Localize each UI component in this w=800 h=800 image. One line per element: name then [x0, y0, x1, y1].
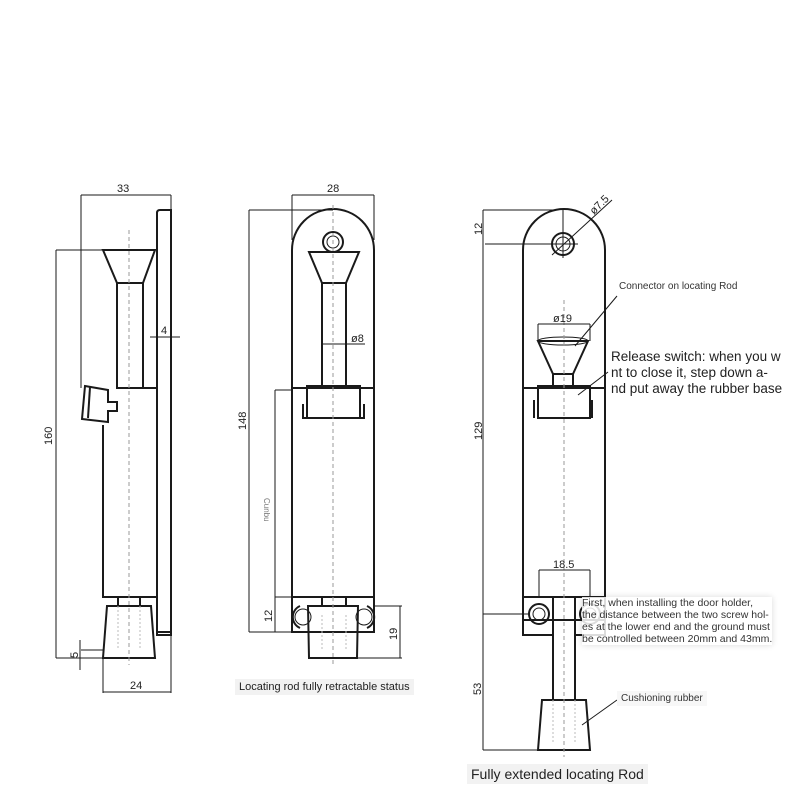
dim-129: 129 [473, 422, 485, 440]
release-line-1: Release switch: when you w [611, 349, 781, 364]
dim-5: 5 [69, 652, 81, 658]
dim-12-top: 12 [473, 223, 485, 235]
release-switch-annotation: Release switch: when you w nt to close i… [611, 349, 783, 397]
dim-148: 148 [237, 412, 249, 430]
dim-19: 19 [388, 628, 400, 640]
retracted-caption: Locating rod fully retractable status [235, 679, 414, 695]
dim-4: 4 [161, 325, 167, 337]
extended-view: 12 129 53 ø7.5 ø19 18.5 [472, 193, 618, 757]
dim-53: 53 [472, 683, 484, 695]
retracted-view: 28 ø8 148 Cunbu 12 19 [237, 183, 402, 665]
dim-rod-diameter: ø8 [351, 333, 364, 345]
dim-hole-diameter: ø7.5 [588, 193, 612, 217]
connector-annotation: Connector on locating Rod [619, 281, 738, 292]
side-view: 33 4 160 5 24 [43, 183, 180, 693]
dim-hole-spacing: 18.5 [553, 559, 574, 571]
note-line-2: the distance between the two screw hol- [582, 609, 769, 621]
dim-160: 160 [43, 427, 55, 445]
travel-label: Cunbu [262, 498, 271, 522]
dim-12: 12 [263, 610, 275, 622]
extended-caption: Fully extended locating Rod [467, 764, 648, 784]
note-line-4: be controlled between 20mm and 43mm. [582, 633, 773, 645]
dim-28: 28 [327, 183, 339, 195]
dim-cup-diameter: ø19 [553, 313, 572, 325]
release-line-2: nt to close it, step down a- [611, 365, 768, 380]
note-line-1: First, when installing the door holder, [582, 597, 754, 609]
install-note: First, when installing the door holder, … [582, 597, 773, 645]
note-line-3: es at the lower end and the ground must [582, 621, 770, 633]
release-line-3: nd put away the rubber base [611, 381, 783, 396]
dim-33: 33 [117, 183, 129, 195]
rubber-annotation: Cushioning rubber [617, 691, 707, 706]
dim-24: 24 [130, 680, 142, 692]
